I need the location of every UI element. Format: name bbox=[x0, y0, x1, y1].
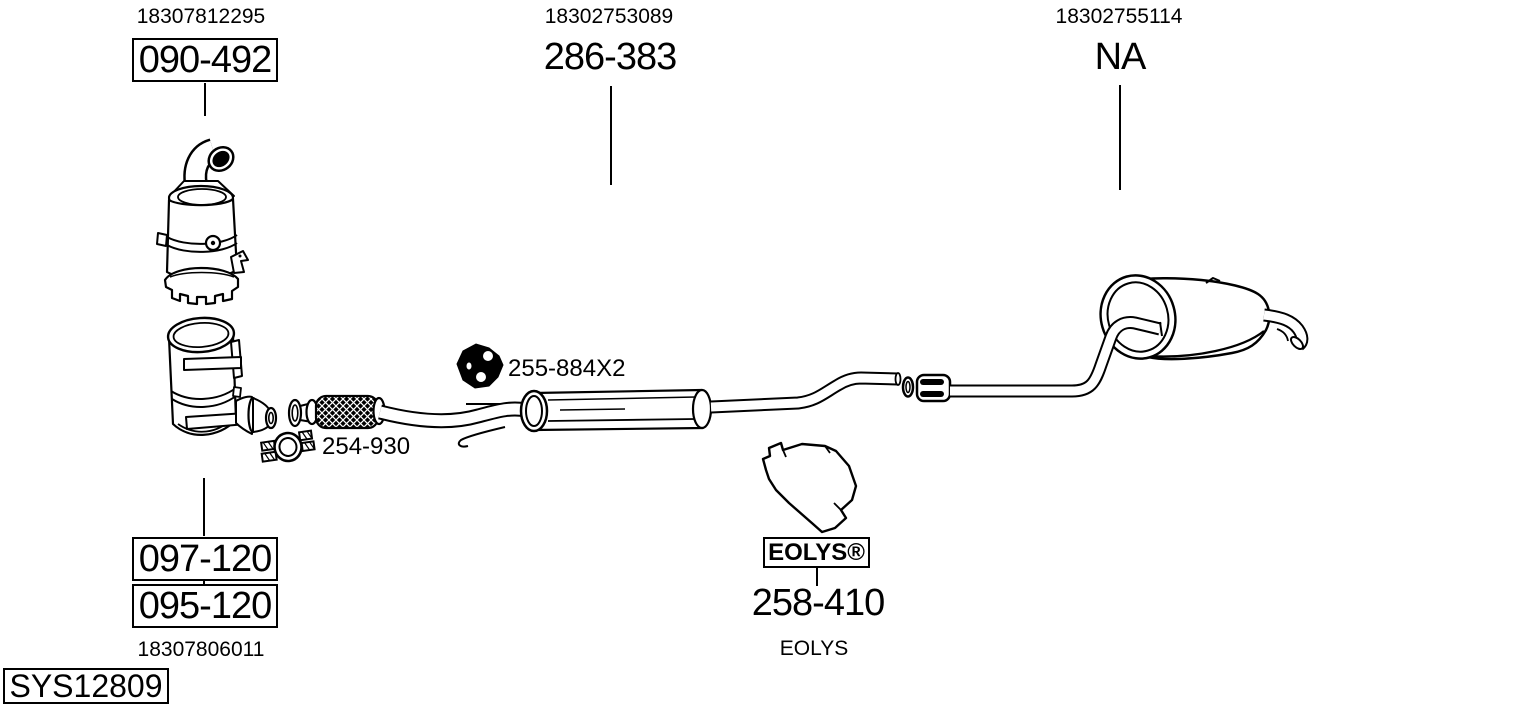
rubber-hanger-icon bbox=[456, 343, 504, 389]
center-section-oem-number: 18302753089 bbox=[544, 5, 674, 28]
center-section-part-code: 286-383 bbox=[543, 36, 677, 78]
flex-pipe-icon bbox=[287, 394, 386, 430]
rear-section-part-code: NA bbox=[1094, 36, 1147, 78]
particulate-filter-icon bbox=[166, 316, 278, 436]
eolys-tank-icon bbox=[761, 441, 858, 534]
rear-section-oem-number: 18302755114 bbox=[1055, 5, 1183, 28]
eolys-brand-label: EOLYS® bbox=[763, 537, 870, 568]
leader-lines bbox=[203, 83, 1121, 586]
filter-part-code-option-1: 097-120 bbox=[132, 537, 278, 581]
rubber-hanger-part-code: 255-884X2 bbox=[508, 355, 626, 382]
rear-pipe-icon bbox=[950, 316, 1163, 398]
connecting-pipe-icon bbox=[378, 401, 528, 429]
rear-muffler-icon bbox=[1099, 274, 1271, 361]
pipe-clamp-icon bbox=[260, 429, 316, 463]
pipe-clamp-part-code: 254-930 bbox=[322, 433, 411, 460]
coupling-sleeve-icon bbox=[901, 373, 952, 403]
front-section-part-code: 090-492 bbox=[132, 38, 278, 82]
tailpipe-icon bbox=[1263, 308, 1309, 351]
center-muffler-icon bbox=[519, 388, 713, 433]
eolys-caption: EOLYS bbox=[779, 637, 849, 660]
filter-part-code-option-2: 095-120 bbox=[132, 584, 278, 628]
system-code: SYS12809 bbox=[3, 668, 169, 704]
catalytic-converter-icon bbox=[156, 138, 249, 306]
intermediate-pipe-icon bbox=[710, 371, 902, 414]
filter-oem-number: 18307806011 bbox=[137, 638, 265, 661]
front-section-oem-number: 18307812295 bbox=[136, 5, 266, 28]
eolys-part-code: 258-410 bbox=[751, 582, 885, 624]
